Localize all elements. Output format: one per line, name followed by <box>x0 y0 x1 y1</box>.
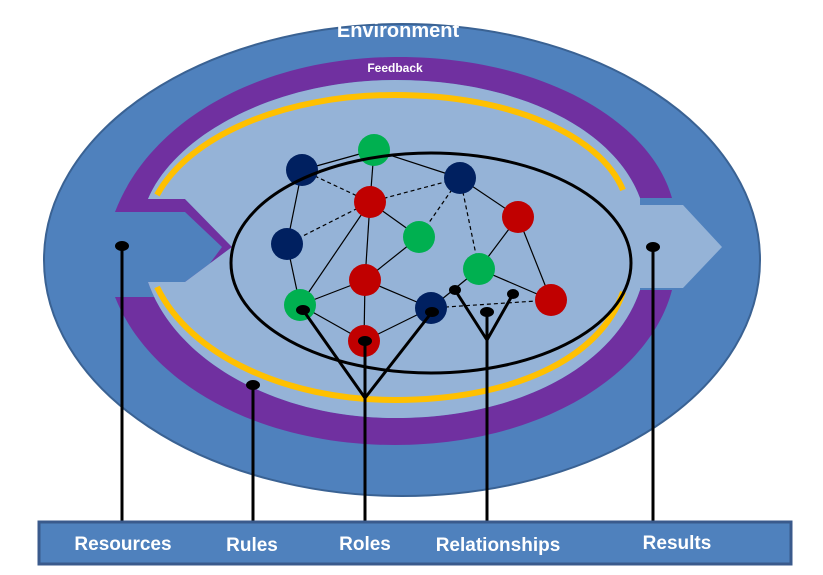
rules-ring-top <box>154 91 626 197</box>
feedback-ring <box>115 56 672 446</box>
label-resources: Resources <box>74 534 171 555</box>
label-results: Results <box>643 533 712 554</box>
network-node-green <box>358 134 390 166</box>
network-edge-n1-n3 <box>301 169 371 203</box>
network-node-red <box>354 186 386 218</box>
connectors <box>120 246 655 525</box>
environment-title: Environment <box>337 20 460 42</box>
dot-roles-1 <box>296 305 310 315</box>
dot-relationships-2 <box>480 307 494 317</box>
label-relationships: Relationships <box>436 535 561 556</box>
bottom-bar <box>37 520 793 566</box>
dot-relationships-1 <box>449 285 461 295</box>
network-node-navy <box>286 154 318 186</box>
dot-relationships-3 <box>507 289 519 299</box>
label-roles: Roles <box>339 534 391 555</box>
label-rules: Rules <box>226 535 278 556</box>
connector-dots <box>115 241 660 390</box>
rules-ring-bottom <box>154 285 626 404</box>
system-boundary <box>229 151 633 375</box>
dot-roles-2 <box>358 336 372 346</box>
dot-roles-3 <box>425 307 439 317</box>
network-node-navy <box>444 162 476 194</box>
network-node-red <box>349 264 381 296</box>
network-node-green <box>463 253 495 285</box>
network-node-green <box>284 289 316 321</box>
network-node-red <box>502 201 534 233</box>
dot-resources <box>115 241 129 251</box>
network-edge-n3-n10 <box>299 201 371 306</box>
dot-rules <box>246 380 260 390</box>
network-node-navy <box>271 228 303 260</box>
results-arrow <box>640 205 722 288</box>
dot-results <box>646 242 660 252</box>
feedback-label: Feedback <box>367 61 423 75</box>
network-node-green <box>403 221 435 253</box>
network-edge-n11-n13 <box>430 299 552 309</box>
network-node-red <box>535 284 567 316</box>
